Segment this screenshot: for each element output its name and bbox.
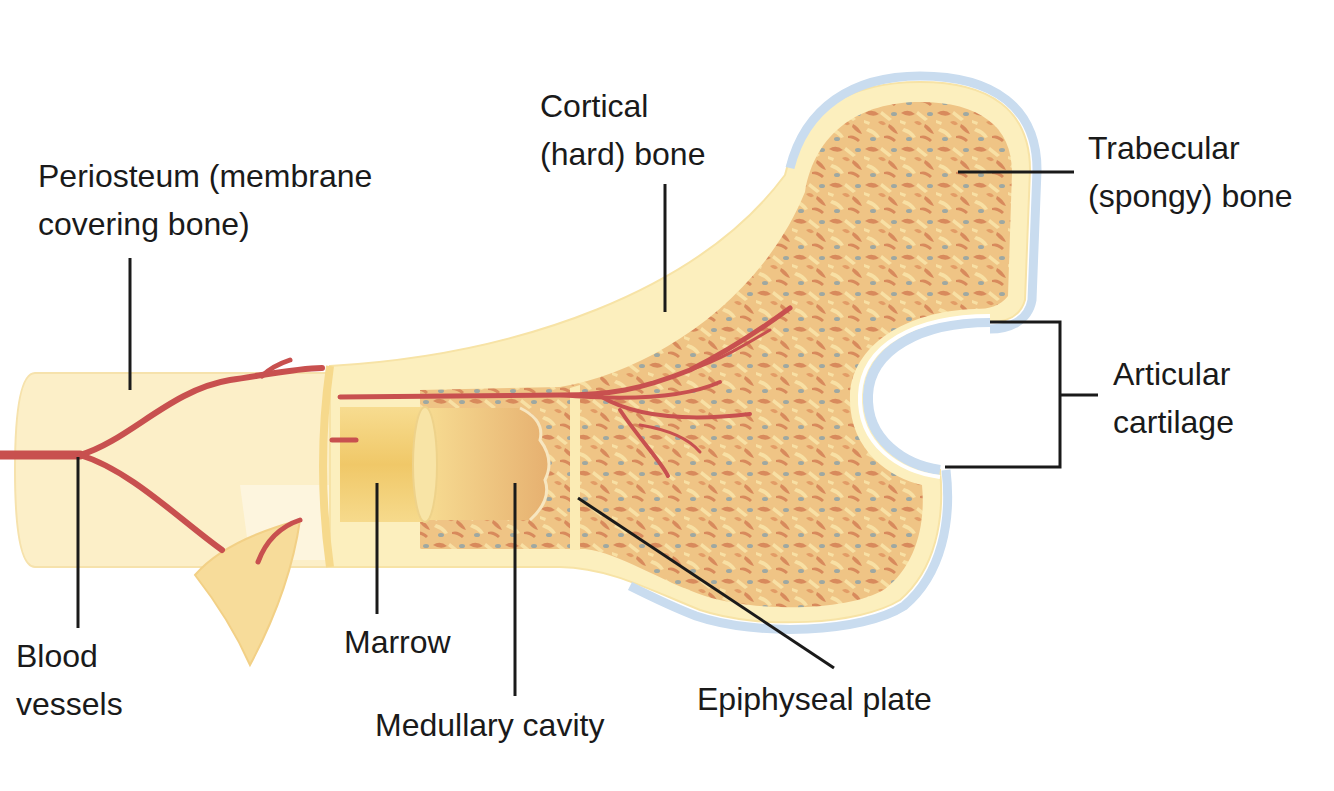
blood-vessel (332, 438, 356, 443)
leader-line (77, 457, 80, 628)
part-label: Epiphyseal plate (697, 675, 932, 723)
part-label: Periosteum (membrane covering bone) (38, 152, 398, 248)
blood-vessel (620, 410, 668, 476)
epiphyseal-plate (570, 385, 580, 550)
leader-line (1060, 394, 1098, 397)
blood-vessel (80, 368, 322, 455)
blood-vessel (0, 451, 80, 460)
marrow-end (413, 407, 437, 522)
blood-vessel (258, 520, 300, 562)
medullary-cavity (425, 408, 549, 520)
cortical-bone (330, 82, 1030, 622)
leader-line (376, 483, 379, 614)
blood-vessel (560, 382, 720, 398)
leader-line (514, 483, 517, 696)
blood-vessel (690, 330, 770, 370)
joint-space (860, 316, 990, 477)
part-label: Marrow (344, 618, 451, 666)
leader-line (578, 498, 834, 668)
blood-vessel (262, 360, 290, 376)
blood-vessels (0, 308, 790, 562)
blood-vessel (80, 455, 222, 550)
cavity-edge (520, 408, 549, 520)
blood-vessel (640, 425, 700, 452)
part-label: Trabecular (spongy) bone (1088, 124, 1313, 220)
leader-line (664, 184, 667, 312)
blood-vessel (340, 308, 790, 397)
cut-face (323, 366, 330, 567)
part-label: Medullary cavity (375, 701, 604, 749)
leader-line (958, 171, 1074, 174)
part-label: Articular cartilage (1113, 350, 1263, 446)
leader-line (129, 258, 132, 390)
bracket (945, 322, 1060, 467)
part-label: Cortical (hard) bone (540, 82, 725, 178)
leader-lines (78, 172, 1098, 696)
part-label: Blood vessels (16, 632, 146, 728)
